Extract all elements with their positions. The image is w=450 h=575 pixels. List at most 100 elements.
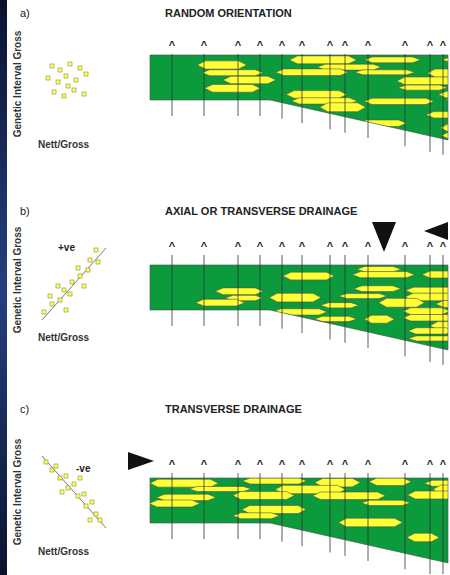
well-line (430, 255, 431, 362)
trend-sign: -ve (76, 464, 90, 474)
well-line (330, 255, 331, 339)
data-point (84, 504, 88, 508)
well-marker: ^ (169, 241, 175, 252)
well-marker: ^ (402, 241, 408, 252)
sand-lens (361, 500, 410, 505)
well-line (405, 473, 406, 569)
well-line (345, 54, 346, 133)
well-marker: ^ (440, 459, 446, 470)
data-point (62, 288, 66, 292)
section (150, 255, 450, 365)
data-point (56, 284, 60, 288)
well-marker: ^ (299, 459, 305, 470)
well-line (443, 54, 444, 155)
axis-label: Genetic Interval Gross (13, 439, 23, 546)
sand-lens (242, 478, 306, 484)
data-point (82, 92, 86, 96)
well-marker: ^ (235, 40, 241, 51)
sand-lens (354, 286, 401, 292)
axis-label: Genetic Interval Gross (13, 227, 23, 334)
well-marker: ^ (327, 241, 333, 252)
data-point (58, 298, 62, 302)
sand-lens (286, 91, 347, 99)
panel-title: AXIAL OR TRANSVERSE DRAINAGE (165, 206, 357, 217)
well-marker: ^ (299, 241, 305, 252)
flow-arrow (424, 222, 448, 240)
panel-letter: b) (20, 206, 30, 217)
well-line (405, 255, 406, 356)
data-point (78, 66, 82, 70)
well-marker: ^ (402, 459, 408, 470)
sand-lens (364, 57, 420, 63)
data-point (58, 68, 62, 72)
well-marker: ^ (257, 40, 263, 51)
well-marker: ^ (342, 459, 348, 470)
well-line (260, 54, 261, 116)
data-point (94, 248, 98, 252)
sand-lens (408, 336, 450, 341)
data-point (82, 492, 86, 496)
sand-lens (215, 288, 263, 295)
cross-sections (149, 54, 450, 574)
sand-lens (338, 518, 402, 527)
well-marker: ^ (365, 40, 371, 51)
well-marker: ^ (299, 40, 305, 51)
well-line (204, 473, 205, 539)
trend-line (42, 248, 106, 320)
data-point (62, 94, 66, 98)
sand-lens (379, 298, 425, 307)
data-point (56, 80, 60, 84)
data-point (86, 268, 90, 272)
data-point (48, 294, 52, 298)
well-marker: ^ (342, 241, 348, 252)
sand-bodies (196, 266, 450, 341)
axis-label: Nett/Gross (38, 333, 89, 343)
data-point (68, 62, 72, 66)
well-line (282, 473, 283, 542)
well-line (443, 255, 444, 365)
axis-label: Genetic Interval Gross (13, 31, 23, 138)
well-line (345, 473, 346, 556)
well-line (430, 54, 431, 152)
sand-lens (422, 271, 450, 278)
sand-lens (205, 84, 261, 92)
well-line (430, 473, 431, 574)
well-marker: ^ (402, 40, 408, 51)
data-point (98, 518, 102, 522)
shale-body (150, 55, 448, 140)
data-point (76, 494, 80, 498)
well-marker: ^ (427, 459, 433, 470)
data-point (70, 280, 74, 284)
panel-letter: a) (20, 8, 30, 19)
well-marker: ^ (169, 459, 175, 470)
sand-lens (289, 56, 356, 64)
shale-body (150, 265, 448, 350)
well-marker: ^ (201, 241, 207, 252)
trend-sign: +ve (58, 243, 75, 253)
well-marker: ^ (440, 241, 446, 252)
sand-lens (364, 98, 434, 104)
sand-lens (314, 316, 356, 321)
data-point (50, 468, 54, 472)
well-line (172, 255, 173, 326)
well-marker: ^ (201, 459, 207, 470)
sand-lens (149, 500, 200, 507)
well-line (282, 255, 283, 329)
axis-label: Nett/Gross (38, 547, 89, 557)
well-line (368, 255, 369, 348)
panel-letter: c) (20, 404, 29, 415)
data-point (84, 72, 88, 76)
data-point (66, 84, 70, 88)
data-point (72, 88, 76, 92)
sand-lens (283, 272, 334, 280)
well-line (172, 54, 173, 116)
data-point (54, 464, 58, 468)
well-line (368, 54, 369, 138)
flow-arrow (372, 222, 396, 252)
sand-lens (320, 303, 359, 308)
well-marker: ^ (365, 459, 371, 470)
well-marker: ^ (169, 40, 175, 51)
sand-lens (355, 70, 415, 75)
data-point (64, 74, 68, 78)
data-point (82, 284, 86, 288)
